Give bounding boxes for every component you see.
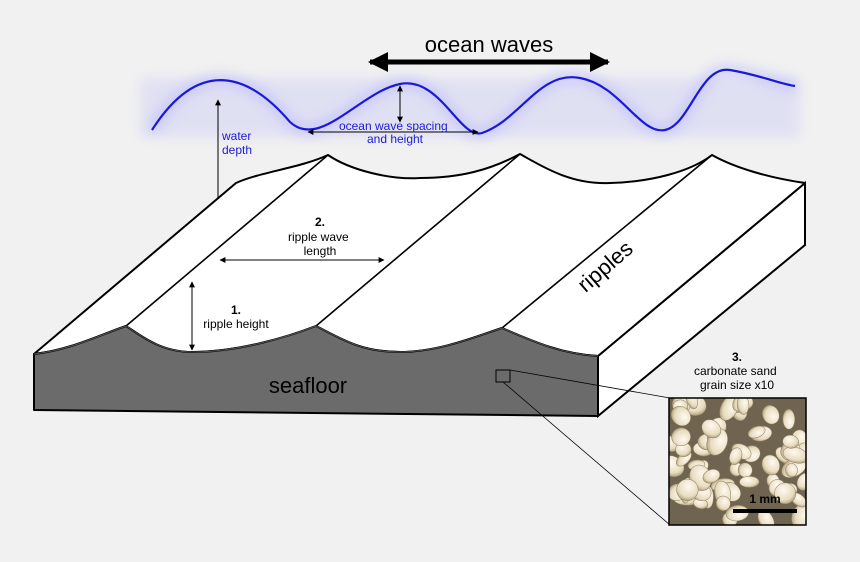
ripple-wavelength-label: ripple wave length [288,230,352,258]
grain-size-line-1: carbonate sand [694,364,777,378]
grain-size-label: carbonate sand grain size x10 [694,364,780,392]
sand-grain [715,495,731,512]
sand-grain [785,463,798,478]
sand-grain [671,427,691,447]
ripple-crest-3 [501,154,713,329]
sand-grain [676,478,699,501]
sand-grain [774,482,797,505]
sand-grain [782,408,796,430]
ripple-crest-1 [125,154,329,327]
front-ripple-humps [33,325,599,357]
sand-grain [796,472,806,491]
sand-grain [736,398,750,415]
sand-grain [747,425,766,439]
sand-grain [702,469,721,484]
ocean-wave [151,68,796,135]
water-depth-line-2: depth [222,143,252,157]
ocean-waves-title: ocean waves [425,32,553,57]
sand-grain [739,476,760,488]
grain-size-line-2: grain size x10 [700,378,774,392]
water-depth-label: water depth [221,129,255,157]
ripple-height-label: ripple height [203,317,269,331]
ripple-wavelength-line-1: ripple wave [288,230,349,244]
ripple-crest-2 [315,153,521,327]
sand-grain [782,434,799,449]
zoom-line-bottom [502,381,671,526]
grain-size-number: 3. [732,350,742,364]
sand-grain [762,405,780,425]
wave-spacing-line-2: and height [367,132,424,146]
ripple-wavelength-number: 2. [315,215,325,229]
wave-spacing-line-1: ocean wave spacing [339,119,448,133]
sand-grain-inset-border [668,397,807,526]
sand-grain [701,419,722,439]
scale-bar-label: 1 mm [749,492,780,506]
ripple-height-number: 1. [231,303,241,317]
ripple-wavelength-line-2: length [304,244,337,258]
seafloor-label: seafloor [269,373,347,398]
zoom-line-top [509,369,671,399]
sand-grain [729,447,743,465]
sand-grain [782,446,806,464]
sand-grain [761,454,780,476]
water-depth-line-1: water [221,129,251,143]
sand-grain-inset [669,398,806,525]
sand-grain [670,405,691,427]
wave-spacing-label: ocean wave spacing and height [339,119,451,146]
sand-grains [669,398,806,525]
